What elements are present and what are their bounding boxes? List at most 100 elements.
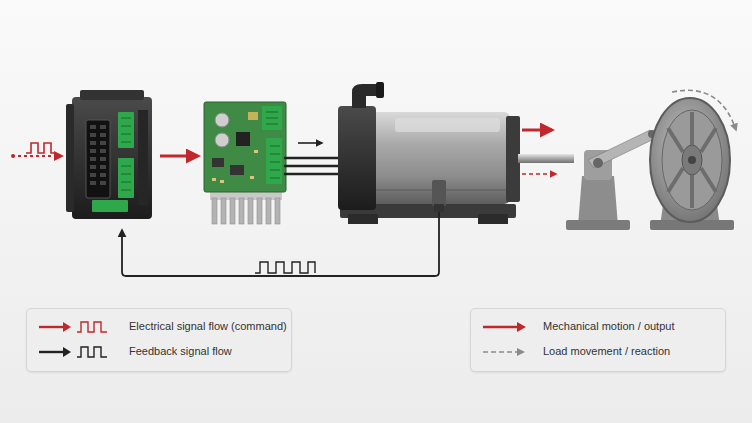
driver-board bbox=[270, 162, 280, 163]
controller-unit bbox=[121, 142, 131, 143]
controller-unit bbox=[80, 90, 144, 100]
driver-board bbox=[250, 176, 254, 179]
flywheel-load bbox=[668, 112, 716, 208]
controller-unit bbox=[121, 134, 131, 135]
motor-cables bbox=[284, 165, 340, 167]
controller-unit bbox=[100, 181, 106, 185]
controller-unit bbox=[100, 133, 106, 137]
driver-board bbox=[212, 178, 216, 181]
crank-linkage bbox=[566, 130, 656, 230]
controller-unit bbox=[121, 166, 131, 167]
rotation-arrow bbox=[672, 90, 736, 130]
legend-sample bbox=[37, 318, 117, 336]
driver-board bbox=[262, 106, 282, 130]
controller-unit bbox=[121, 182, 131, 183]
flywheel-load bbox=[682, 145, 702, 175]
controller-unit bbox=[121, 118, 131, 119]
driver-board bbox=[248, 198, 253, 224]
flywheel-load bbox=[650, 98, 730, 222]
driver-board bbox=[270, 146, 280, 147]
motor-cables bbox=[284, 173, 340, 175]
legend-pulse bbox=[77, 347, 107, 357]
legend-arrow-head bbox=[517, 322, 526, 332]
driver-board bbox=[254, 150, 258, 153]
driver-board bbox=[221, 198, 226, 224]
driver-board bbox=[248, 112, 258, 120]
driver-board bbox=[212, 150, 258, 183]
driver-board bbox=[270, 170, 280, 171]
controller-unit bbox=[100, 173, 106, 177]
legend-arrow-line bbox=[483, 326, 519, 329]
servo-motor bbox=[376, 82, 384, 98]
controller-unit bbox=[90, 125, 106, 185]
legend-pulse bbox=[77, 322, 107, 332]
controller-unit bbox=[100, 157, 106, 161]
crank-linkage bbox=[578, 176, 618, 226]
driver-board bbox=[239, 198, 244, 224]
controller-unit bbox=[100, 141, 106, 145]
flywheel-load bbox=[650, 98, 734, 230]
legend-row: Load movement / reaction bbox=[471, 343, 725, 361]
output-arrow bbox=[522, 129, 552, 132]
feedback-line bbox=[122, 212, 439, 276]
crank-linkage bbox=[588, 130, 656, 168]
driver-board bbox=[266, 124, 278, 125]
controller-unit bbox=[100, 149, 106, 153]
flywheel-load bbox=[662, 110, 722, 210]
controller-unit bbox=[72, 97, 152, 219]
legend-text: Mechanical motion / output bbox=[543, 320, 674, 332]
driver-board bbox=[215, 133, 229, 147]
controller-unit bbox=[100, 165, 106, 169]
legend-arrow-head bbox=[63, 347, 71, 357]
controller-unit bbox=[66, 90, 152, 219]
flywheel-load bbox=[668, 168, 683, 192]
input-signal bbox=[11, 154, 15, 158]
flywheel-load bbox=[701, 128, 716, 152]
flywheel-load bbox=[690, 175, 694, 208]
legend-row: Mechanical motion / output bbox=[471, 318, 725, 336]
driver-board bbox=[270, 178, 280, 179]
motor-cables bbox=[284, 157, 340, 159]
legend-arrow-line bbox=[39, 351, 65, 353]
command-arrow bbox=[160, 155, 198, 158]
driver-board bbox=[215, 113, 229, 127]
servo-motor bbox=[434, 204, 444, 212]
flywheel-load bbox=[690, 112, 694, 145]
crank-linkage bbox=[593, 158, 603, 168]
legend-text: Electrical signal flow (command) bbox=[129, 320, 287, 332]
driver-board bbox=[266, 198, 271, 224]
controller-unit bbox=[86, 120, 110, 198]
servo-motor bbox=[352, 84, 378, 108]
legend-panel: Electrical signal flow (command) Feedback… bbox=[26, 308, 292, 372]
controller-unit bbox=[90, 173, 96, 177]
input-signal bbox=[26, 143, 56, 153]
input-signal bbox=[12, 155, 62, 157]
driver-board bbox=[266, 112, 278, 113]
legend-panel: Mechanical motion / outputLoad movement … bbox=[470, 308, 726, 372]
flywheel-load bbox=[701, 168, 716, 192]
driver-board bbox=[270, 154, 280, 155]
driver-board bbox=[266, 138, 282, 184]
legend-arrow-head bbox=[63, 322, 71, 332]
driver-board bbox=[212, 158, 224, 167]
crank-linkage bbox=[566, 220, 630, 230]
controller-unit bbox=[118, 158, 134, 198]
controller-unit bbox=[90, 165, 96, 169]
legend-dashed-line bbox=[483, 351, 519, 353]
legend-sample bbox=[37, 343, 117, 361]
legend-text: Feedback signal flow bbox=[129, 345, 232, 357]
controller-unit bbox=[92, 200, 128, 212]
servo-motor bbox=[338, 82, 520, 224]
driver-board bbox=[230, 198, 235, 224]
legend-row: Feedback signal flow bbox=[27, 343, 291, 361]
motor-cables bbox=[284, 158, 340, 174]
controller-unit bbox=[121, 118, 131, 190]
feedback-line bbox=[255, 262, 315, 273]
output-dashed-arrow bbox=[522, 173, 556, 175]
driver-board bbox=[236, 132, 250, 146]
legend-sample bbox=[481, 343, 531, 361]
legend-row: Electrical signal flow (command) bbox=[27, 318, 291, 336]
controller-unit bbox=[100, 125, 106, 129]
driver-board bbox=[275, 198, 280, 224]
